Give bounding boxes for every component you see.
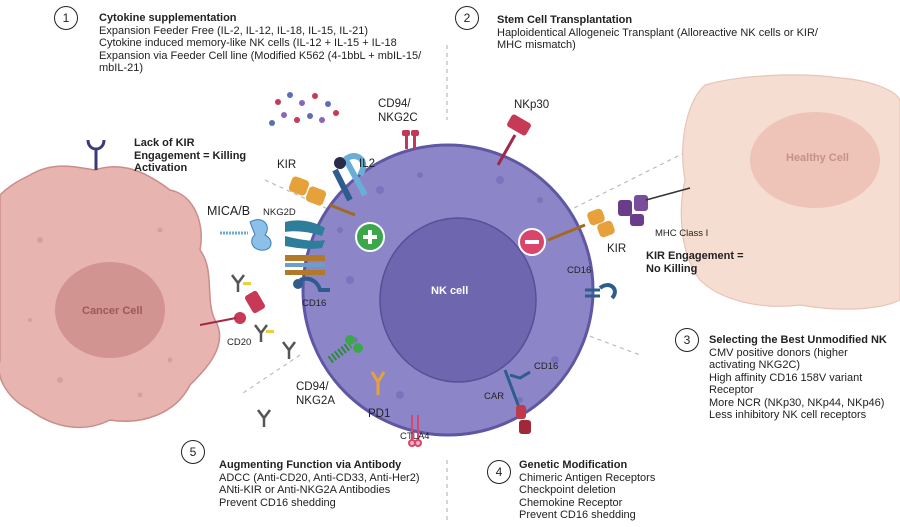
nk-cell-label: NK cell [431, 285, 469, 297]
cd20-antibodies [199, 274, 296, 427]
section-5-line: ADCC (Anti-CD20, Anti-CD33, Anti-Her2) [219, 471, 420, 484]
section-4-text: Genetic Modification Chimeric Antigen Re… [519, 459, 655, 522]
section-4-number: 4 [487, 460, 511, 484]
ctla4-receptor [408, 415, 422, 447]
section-5-text: Augmenting Function via Antibody ADCC (A… [219, 459, 420, 509]
section-2-title: Stem Cell Transplantation [497, 14, 633, 26]
section-2-text: Stem Cell Transplantation Haploidentical… [497, 14, 818, 52]
nkp30-label: NKp30 [514, 99, 550, 111]
section-1-line: Expansion via Feeder Cell line (Modified… [99, 49, 422, 62]
section-4-line: Chemokine Receptor [519, 496, 623, 509]
kir-mhc-complex [547, 187, 691, 242]
section-4-line: Prevent CD16 shedding [519, 509, 636, 521]
section-3-title: Selecting the Best Unmodified NK [709, 334, 887, 346]
section-4-line: Chimeric Antigen Receptors [519, 471, 656, 484]
kir-left-receptor [288, 176, 356, 217]
healthy-cell-label: Healthy Cell [786, 152, 849, 164]
lack-kir-line: Lack of KIR [134, 137, 195, 149]
cd20-label: CD20 [227, 337, 252, 348]
kir-engage-line: KIR Engagement = [646, 250, 744, 262]
section-2-line: MHC mismatch) [497, 39, 576, 51]
section-5-title: Augmenting Function via Antibody [219, 459, 402, 471]
cd94-nkg2c-label: CD94/ NKG2C [378, 97, 418, 125]
lack-kir-line: Engagement = Killing [134, 149, 247, 162]
section-3-line: activating NKG2C) [709, 359, 801, 371]
section-1-number: 1 [54, 6, 78, 30]
kir-left-label: KIR [277, 159, 297, 171]
mica-nkg2d-complex [220, 219, 325, 251]
cancer-cell [0, 165, 221, 429]
section-3-number: 3 [675, 328, 699, 352]
cancer-cell-label: Cancer Cell [82, 305, 143, 317]
cytokine-dots [269, 92, 339, 126]
car-receptor [503, 369, 531, 434]
nkg2d-label: NKG2D [263, 207, 296, 218]
il2-receptor [332, 153, 368, 202]
section-2-number: 2 [455, 6, 479, 30]
section-1-title: Cytokine supplementation [99, 12, 237, 24]
mhc-class-label: MHC Class I [655, 228, 709, 239]
section-1-line: mbIL-21) [99, 62, 144, 74]
cd16-bottom-label: CD16 [534, 361, 559, 372]
mica-label: MICA/B [207, 204, 251, 218]
section-4-line: Checkpoint deletion [519, 484, 616, 496]
inhibitory-minus-icon [518, 228, 546, 256]
cd16-right-label: CD16 [567, 265, 592, 276]
cd94-nkg2a-receptor [327, 335, 363, 364]
cd94-nkg2c-line: NKG2C [378, 112, 418, 124]
pd1-receptor [370, 371, 386, 395]
section-3-line: CMV positive donors (higher [709, 346, 848, 359]
section-2-line: Haploidentical Allogeneic Transplant (Al… [497, 26, 818, 39]
section-4-title: Genetic Modification [519, 459, 628, 471]
cd16-right-receptor [585, 283, 617, 300]
cd94-nkg2a-label: CD94/ NKG2A [296, 380, 335, 408]
antibody-icon-top-left [86, 139, 106, 170]
section-1-text: Cytokine supplementation Expansion Feede… [99, 12, 421, 75]
section-3-line: More NCR (NKp30, NKp44, NKp46) [709, 396, 885, 409]
section-5-line: ANti-KIR or Anti-NKG2A Antibodies [219, 484, 391, 496]
section-1-line: Expansion Feeder Free (IL-2, IL-12, IL-1… [99, 24, 369, 37]
section-1-line: Cytokine induced memory-like NK cells (I… [99, 37, 397, 49]
kir-right-label: KIR [607, 243, 627, 255]
section-3-line: Receptor [709, 384, 754, 396]
car-label: CAR [484, 391, 505, 402]
cd94-nkg2c-receptor [402, 130, 419, 149]
pd1-label: PD1 [368, 408, 391, 420]
ctla4-label: CTLA4 [400, 431, 430, 442]
section-3-line: Less inhibitory NK cell receptors [709, 409, 867, 421]
kir-engage-line: No Killing [646, 262, 698, 275]
healthy-cell [680, 74, 900, 310]
lack-kir-annotation: Lack of KIR Engagement = Killing Activat… [134, 137, 246, 175]
cd94-nkg2a-line: CD94/ [296, 381, 329, 393]
il2-label: IL2 [359, 158, 375, 170]
section-3-text: Selecting the Best Unmodified NK CMV pos… [709, 334, 887, 422]
cd94-nkg2c-line: CD94/ [378, 98, 411, 110]
activating-plus-icon [355, 222, 385, 252]
lack-kir-line: Activation [134, 162, 188, 174]
section-3-line: High affinity CD16 158V variant [709, 371, 863, 384]
section-5-line: Prevent CD16 shedding [219, 496, 336, 509]
cd16-left-complex [285, 255, 330, 292]
section-5-number: 5 [181, 440, 205, 464]
nkp30-receptor [496, 114, 531, 166]
kir-engagement-annotation: KIR Engagement = No Killing [646, 250, 744, 275]
cd16-left-label: CD16 [302, 298, 327, 309]
cd94-nkg2a-line: NKG2A [296, 395, 335, 407]
